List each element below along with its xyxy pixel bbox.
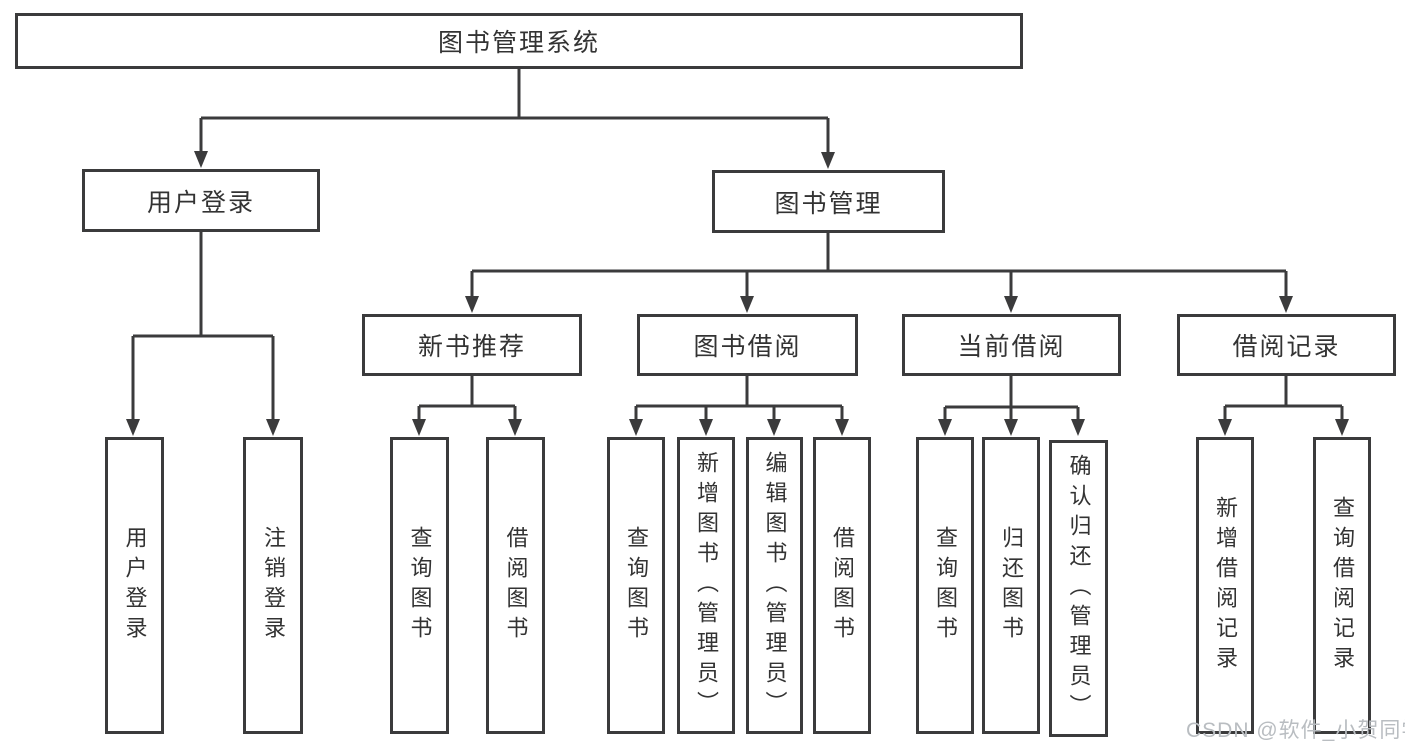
leaf-bb-borrow-books: 借阅图书 [813, 437, 871, 734]
arrowheads [126, 151, 1349, 436]
leaf-cb-return-books-label: 归还图书 [999, 525, 1024, 646]
node-root-label: 图书管理系统 [437, 29, 600, 57]
node-book-management: 图书管理 [712, 170, 945, 233]
node-user-login: 用户登录 [82, 169, 320, 232]
leaf-br-query-record-label: 查询借阅记录 [1330, 495, 1355, 676]
leaf-nb-query-books-label: 查询图书 [407, 525, 433, 646]
leaf-nb-borrow-books: 借阅图书 [486, 437, 545, 734]
node-current-borrowing-label: 当前借阅 [957, 333, 1066, 361]
node-borrowing-records-label: 借阅记录 [1232, 333, 1341, 361]
leaf-nb-query-books: 查询图书 [390, 437, 449, 734]
node-current-borrowing: 当前借阅 [902, 314, 1121, 376]
node-book-borrowing-label: 图书借阅 [693, 333, 802, 361]
connector-path [131, 69, 1344, 420]
watermark-text: CSDN @软件_小贺同学 [1186, 719, 1405, 742]
leaf-bb-add-books-admin-label: 新增图书（管理员） [694, 450, 719, 721]
leaf-bb-borrow-books-label: 借阅图书 [830, 525, 855, 646]
leaf-br-query-record: 查询借阅记录 [1313, 437, 1371, 734]
node-user-login-label: 用户登录 [146, 188, 255, 217]
leaf-cb-confirm-return-admin: 确认归还（管理员） [1049, 440, 1108, 737]
leaf-user-login-label: 用户登录 [122, 525, 148, 646]
node-borrowing-records: 借阅记录 [1177, 314, 1396, 376]
leaf-cb-confirm-return-admin-label: 确认归还（管理员） [1066, 453, 1092, 724]
leaf-bb-edit-books-admin-label: 编辑图书（管理员） [762, 450, 788, 721]
leaf-logout: 注销登录 [243, 437, 303, 734]
leaf-nb-borrow-books-label: 借阅图书 [503, 525, 529, 646]
node-book-management-label: 图书管理 [774, 189, 883, 218]
leaf-logout-label: 注销登录 [261, 525, 286, 646]
leaf-cb-query-books: 查询图书 [916, 437, 974, 734]
node-new-book-recommend: 新书推荐 [362, 314, 582, 376]
leaf-bb-query-books: 查询图书 [607, 437, 665, 734]
leaf-bb-add-books-admin: 新增图书（管理员） [677, 437, 735, 734]
leaf-cb-return-books: 归还图书 [982, 437, 1040, 734]
node-new-book-recommend-label: 新书推荐 [417, 333, 526, 361]
node-book-borrowing: 图书借阅 [637, 314, 858, 376]
leaf-user-login: 用户登录 [105, 437, 164, 734]
leaf-bb-query-books-label: 查询图书 [624, 525, 649, 646]
leaf-cb-query-books-label: 查询图书 [933, 525, 958, 646]
leaf-bb-edit-books-admin: 编辑图书（管理员） [746, 437, 803, 734]
node-root: 图书管理系统 [15, 13, 1023, 69]
leaf-br-add-record-label: 新增借阅记录 [1213, 495, 1238, 676]
leaf-br-add-record: 新增借阅记录 [1196, 437, 1254, 734]
